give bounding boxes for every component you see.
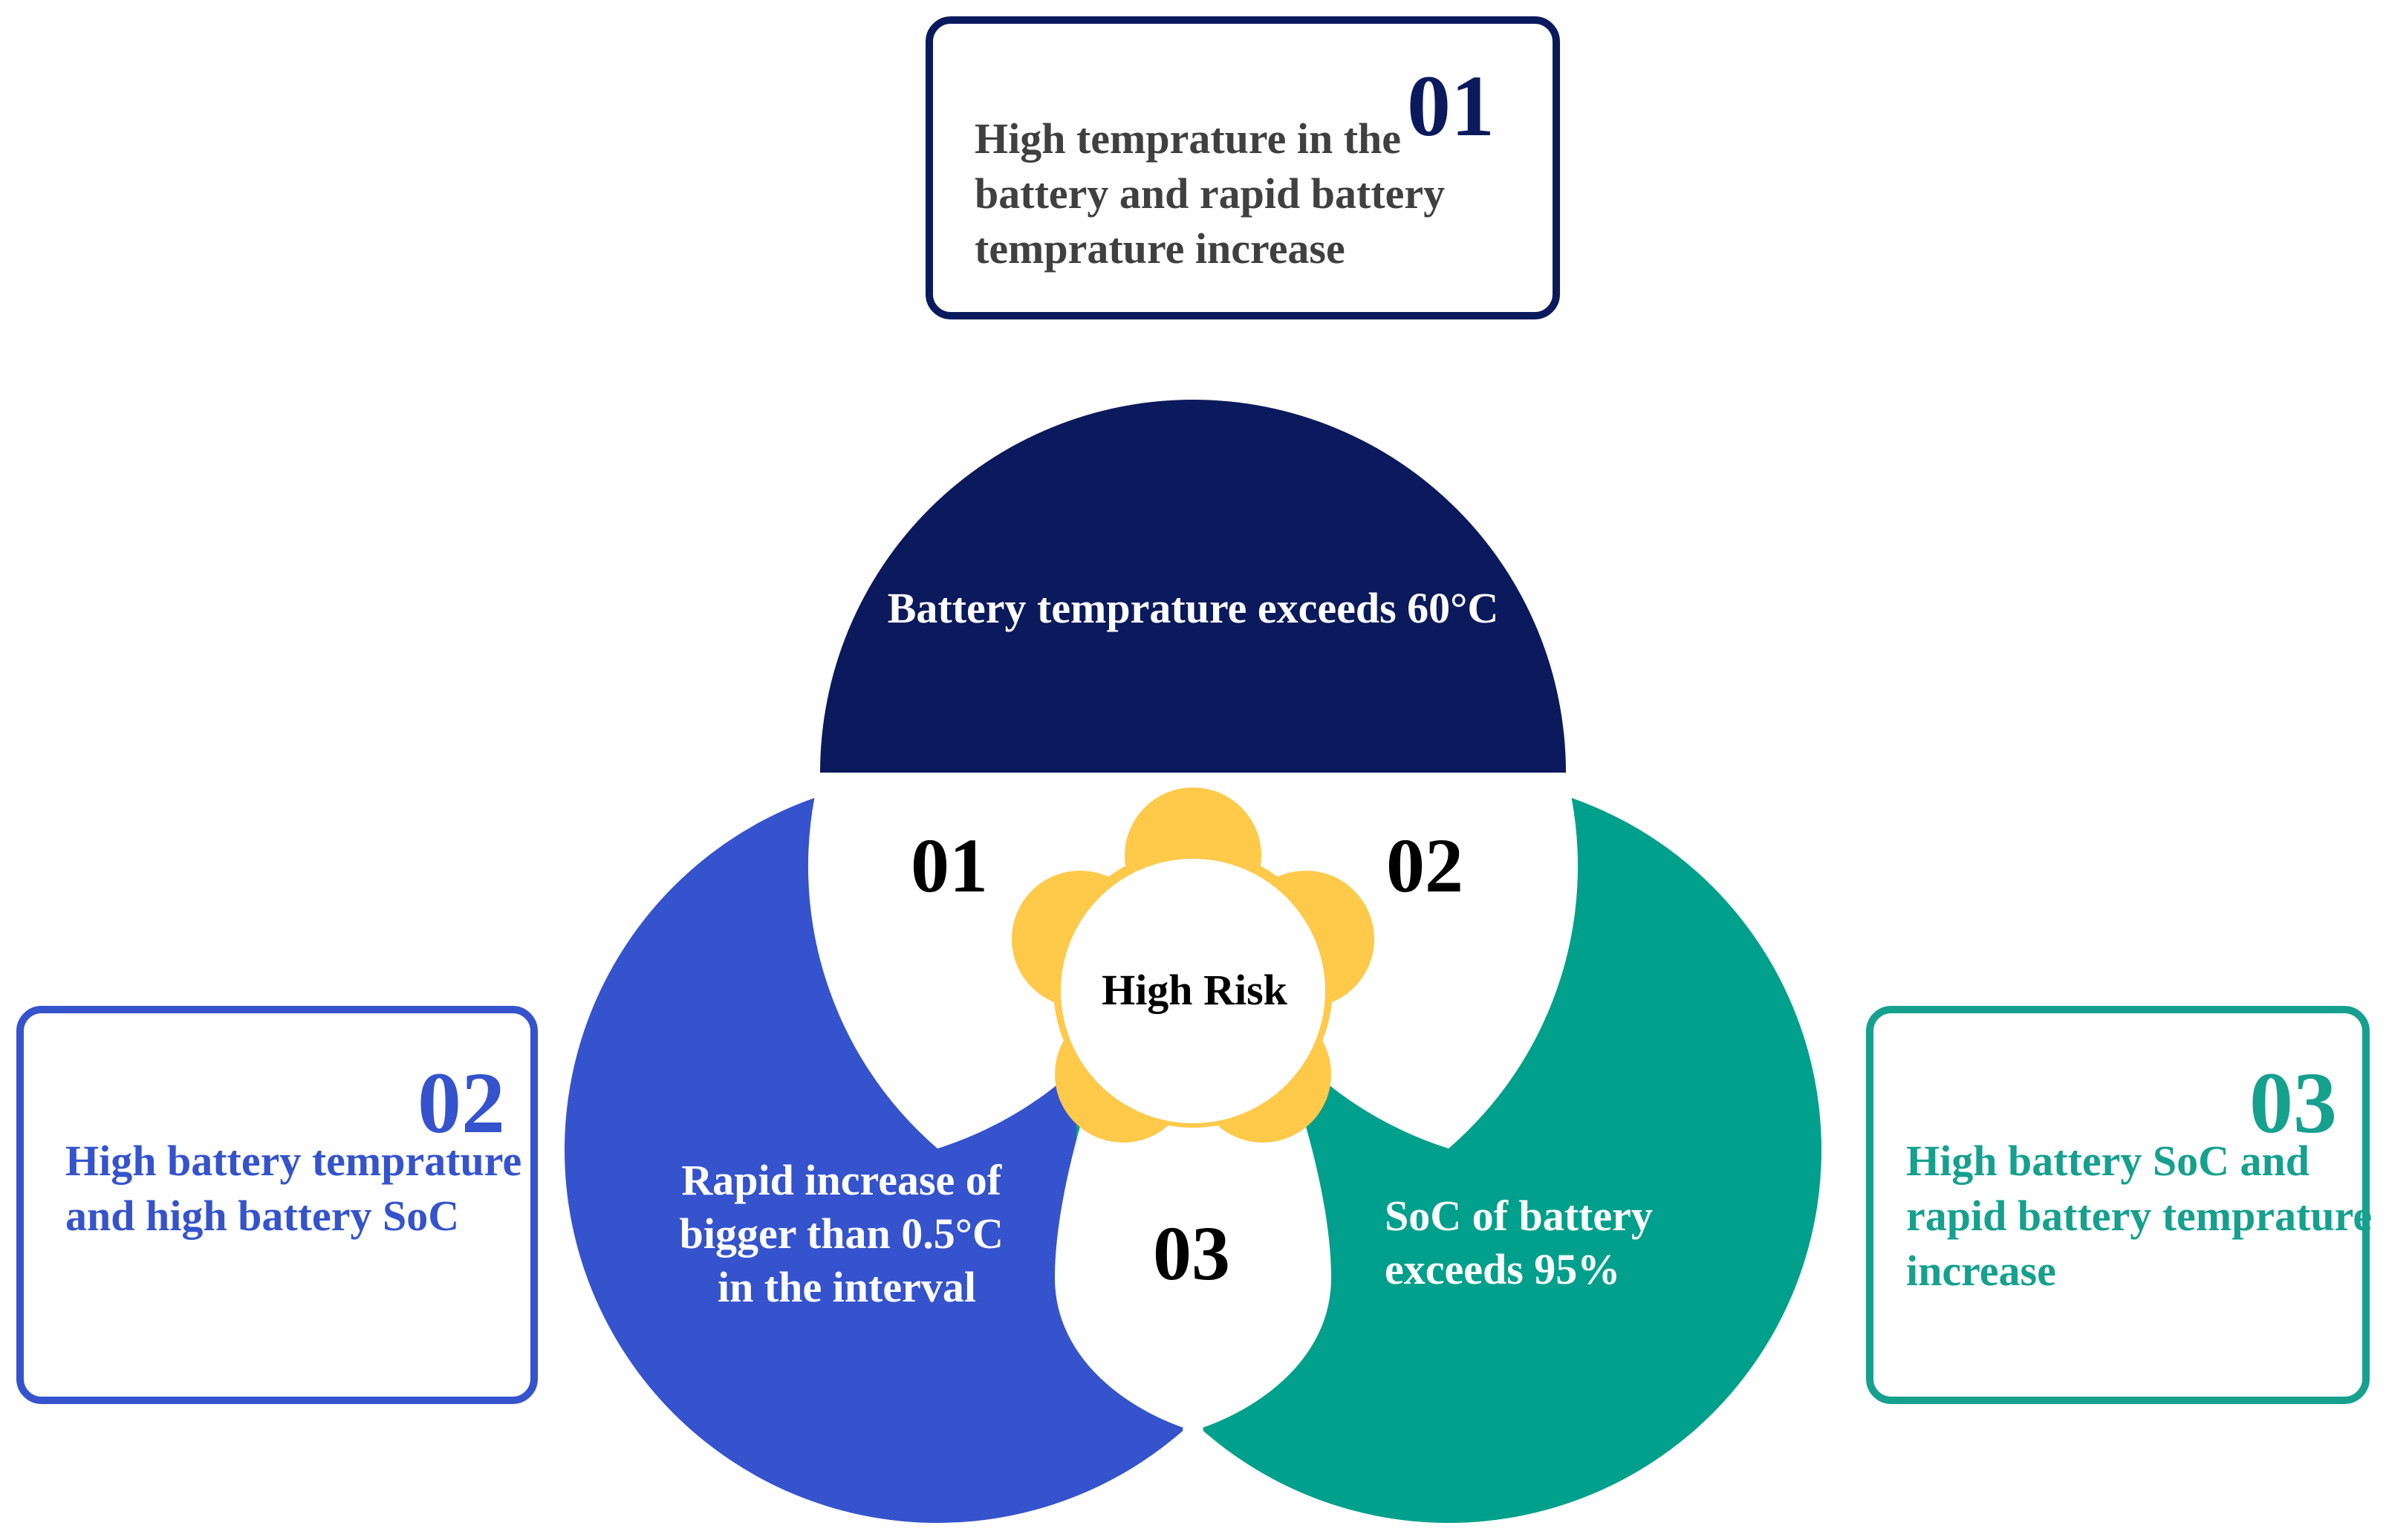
circle-left-label-line: in the interval: [718, 1263, 976, 1311]
circle-right-label-line: exceeds 95%: [1385, 1245, 1620, 1293]
box-right: 03 High battery SoC and rapid battery te…: [1866, 1006, 2372, 1404]
box-left-number: 02: [417, 1054, 505, 1151]
circle-right-label-line: SoC of battery: [1385, 1192, 1653, 1240]
circle-top-label: Battery temprature exceeds 60°C: [888, 584, 1499, 632]
intersection-number-03: 03: [1153, 1211, 1230, 1296]
center-label: High Risk: [1102, 966, 1288, 1014]
overlap-top-right: [1188, 773, 1579, 1148]
box-top: 01 High temprature in the battery and ra…: [926, 16, 1560, 319]
circle-right-label: SoC of battery exceeds 95%: [1385, 1192, 1663, 1293]
box-top-number: 01: [1407, 57, 1495, 155]
overlap-regions: [807, 773, 1579, 1431]
overlap-top-left: [807, 773, 1198, 1148]
circle-left-label-line: bigger than 0.5°C: [680, 1209, 1004, 1258]
center-disc: [1061, 859, 1325, 1123]
box-left-text: High battery temprature and high battery…: [65, 1137, 522, 1240]
box-top-text: High temprature in the battery and rapid…: [975, 114, 1446, 273]
box-left: 02 High battery temprature and high batt…: [16, 1006, 538, 1404]
circle-left-label: Rapid increase of bigger than 0.5°C in t…: [680, 1156, 1015, 1311]
bottom-gap: [1175, 1411, 1211, 1540]
overlap-bottom: [1055, 851, 1331, 1431]
intersection-number-02: 02: [1386, 823, 1463, 909]
box-right-number: 03: [2249, 1054, 2337, 1151]
intersection-number-01: 01: [911, 823, 988, 909]
circle-top: [820, 400, 1566, 773]
circle-left-label-line: Rapid increase of: [681, 1156, 1001, 1204]
box-right-text: High battery SoC and rapid battery tempr…: [1906, 1137, 2373, 1295]
